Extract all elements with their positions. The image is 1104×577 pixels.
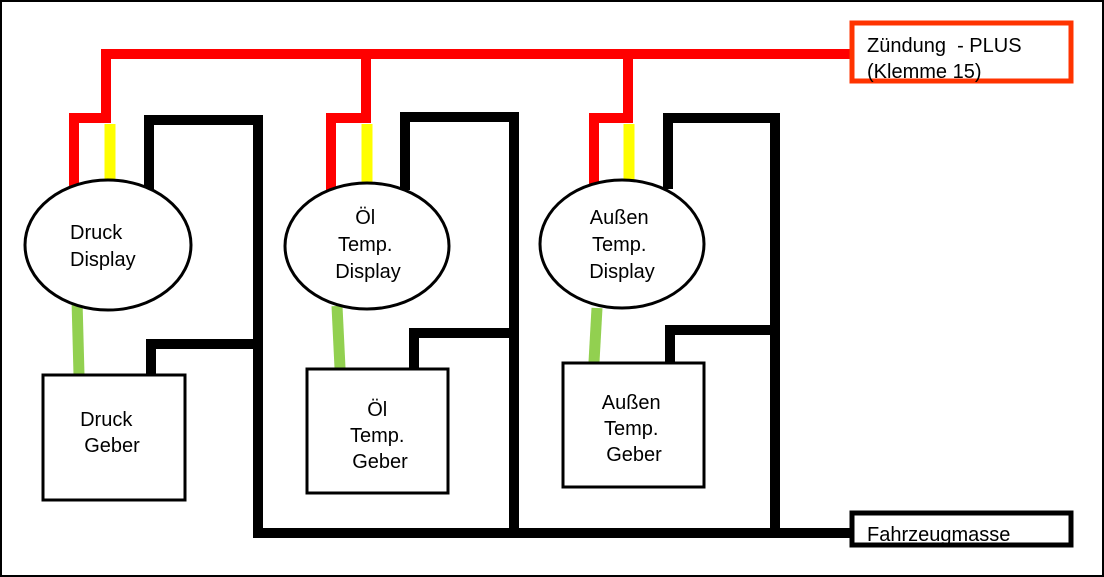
svg-text:Zündung - PLUS (Klemme: Zündung - PLUS (Klemme 15) bbox=[867, 35, 1027, 83]
display-aussen-label-3: Display bbox=[589, 261, 655, 283]
ignition-plus-box: Zündung - PLUS (Klemme 15) bbox=[849, 20, 1074, 84]
ignition-terminal-label: (Klemme 15) bbox=[867, 61, 981, 83]
sender-oel-label-1: Öl bbox=[367, 399, 387, 421]
ground-wire-sender-oel bbox=[409, 328, 519, 373]
display-oel-label-1: Öl bbox=[355, 207, 375, 229]
signal-wiring bbox=[104, 124, 635, 182]
sender-druck-label-1: Druck bbox=[80, 409, 133, 431]
sender-druck: Druck Geber bbox=[41, 373, 187, 502]
ground-wire-sender-druck bbox=[146, 339, 263, 377]
sender-oel-body bbox=[305, 367, 450, 495]
display-aussen-label-2: Temp. bbox=[592, 234, 646, 256]
svg-text:Öl Temp. Geber: Öl Temp. Geber bbox=[350, 399, 410, 473]
plus-wire-display-aussen bbox=[589, 49, 633, 190]
sensor-wire-aussen bbox=[588, 307, 603, 363]
sender-aussen-label-2: Temp. bbox=[604, 418, 658, 440]
svg-text:Öl Temp. Display: Öl Temp. Display bbox=[335, 207, 401, 283]
vehicle-ground-frame bbox=[849, 510, 1074, 548]
ignition-plus-label: Zündung - PLUS bbox=[867, 35, 1022, 57]
vehicle-ground-label: Fahrzeugmasse bbox=[867, 524, 1010, 546]
sender-aussen-label-3: Geber bbox=[606, 444, 662, 466]
sensor-wire-druck bbox=[71, 299, 85, 376]
svg-text:Druck Geber: Druck Geber bbox=[80, 409, 140, 457]
sender-druck-label-2: Geber bbox=[84, 435, 140, 457]
plus-wire-display-druck bbox=[69, 105, 111, 190]
sender-druck-body bbox=[41, 373, 187, 502]
ground-wire-display-oel bbox=[400, 112, 519, 538]
vehicle-ground-box: Fahrzeugmasse bbox=[849, 510, 1074, 548]
sender-oel-label-3: Geber bbox=[352, 451, 408, 473]
sender-oel-label-2: Temp. bbox=[350, 425, 404, 447]
sensor-wire-oel bbox=[331, 305, 346, 369]
sender-oel: Öl Temp. Geber bbox=[305, 367, 450, 495]
display-druck-label-2: Display bbox=[70, 249, 136, 271]
display-oel-label-2: Temp. bbox=[338, 234, 392, 256]
svg-text:Außen Temp. Displa: Außen Temp. Display bbox=[589, 207, 655, 283]
display-aussen: Außen Temp. Display bbox=[538, 178, 706, 310]
svg-text:Außen Temp. Geber: Außen Temp. Geber bbox=[602, 392, 667, 466]
display-aussen-label-1: Außen bbox=[590, 207, 649, 229]
ground-wire-display-druck bbox=[144, 115, 263, 538]
display-druck: Druck Display bbox=[23, 178, 193, 312]
sender-aussen: Außen Temp. Geber bbox=[561, 361, 706, 489]
display-oel-label-3: Display bbox=[335, 261, 401, 283]
display-oel-body bbox=[283, 181, 451, 311]
ground-wiring bbox=[144, 112, 857, 538]
plus-wiring bbox=[69, 49, 857, 190]
svg-text:Fahrzeugmasse: Fahrzeugmasse bbox=[867, 524, 1010, 546]
ground-wire-sender-aussen bbox=[665, 325, 780, 367]
ignition-plus-frame bbox=[849, 20, 1074, 84]
sender-aussen-body bbox=[561, 361, 706, 489]
plus-wire-display-oel bbox=[326, 49, 371, 190]
display-druck-label-1: Druck bbox=[70, 222, 123, 244]
svg-text:Druck Display: Druck Display bbox=[70, 222, 136, 271]
sender-aussen-label-1: Außen bbox=[602, 392, 661, 414]
display-druck-body bbox=[23, 178, 193, 312]
display-aussen-body bbox=[538, 178, 706, 310]
display-oel: Öl Temp. Display bbox=[283, 181, 451, 311]
plus-bus bbox=[101, 49, 857, 115]
sensor-wiring bbox=[71, 299, 603, 376]
